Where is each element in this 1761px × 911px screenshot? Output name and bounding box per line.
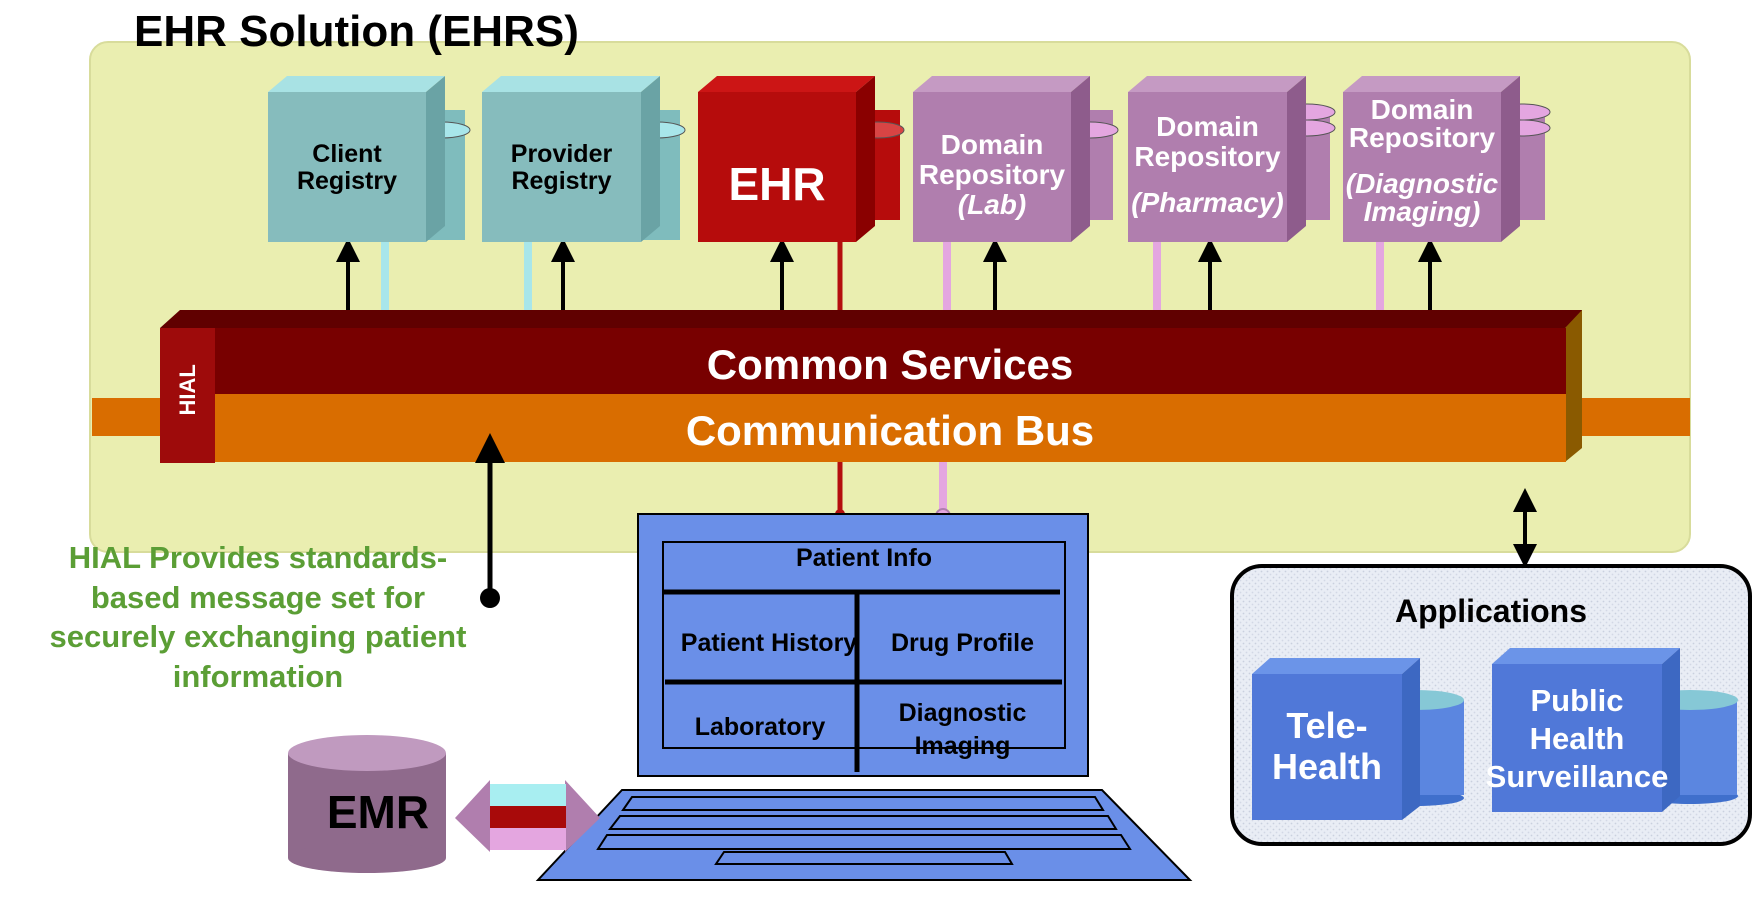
communication-bus-bar <box>160 394 1566 462</box>
emr-connector <box>455 780 600 852</box>
provider-registry-cube <box>482 76 686 242</box>
hial-block <box>160 328 215 463</box>
laptop-screen <box>637 513 1089 777</box>
common-services-top <box>160 310 1582 328</box>
patient-info-label: Patient Info <box>795 544 933 572</box>
hial-note: HIAL Provides standards- based message s… <box>49 540 467 695</box>
laboratory-label: Laboratory <box>694 713 826 741</box>
client-registry-cube <box>268 76 471 242</box>
page-title: EHR Solution (EHRS) <box>134 7 579 56</box>
repository-imaging-label: Domain Repository (Diagnostic Imaging) <box>1345 94 1499 227</box>
repository-pharmacy-label: Domain Repository (Pharmacy) <box>1131 111 1284 219</box>
common-services-label: Common Services <box>706 341 1074 388</box>
public-health-label: Public Health Surveillance <box>1485 683 1669 794</box>
ehr-cube <box>698 76 905 242</box>
repository-lab-cube <box>913 76 1119 242</box>
repository-pharmacy-cube <box>1128 76 1336 242</box>
telehealth-cube <box>1252 658 1464 820</box>
common-services-bar <box>160 328 1566 396</box>
hial-label: HIAL <box>175 364 201 416</box>
emr-cylinder <box>288 735 446 873</box>
diagnostic-imaging-label: Diagnostic Imaging <box>898 699 1027 760</box>
drug-profile-label: Drug Profile <box>890 629 1035 657</box>
patient-history-label: Patient History <box>680 629 858 657</box>
common-services-side <box>1565 310 1582 462</box>
public-health-cube <box>1492 648 1738 812</box>
connector-lines <box>336 238 1442 310</box>
emr-label: EMR <box>326 786 430 838</box>
ehr-label: EHR <box>728 158 826 210</box>
repository-lab-label: Domain Repository (Lab) <box>918 129 1066 221</box>
applications-title: Applications <box>1394 593 1587 629</box>
telehealth-label: Tele- Health <box>1271 705 1383 788</box>
repository-imaging-cube <box>1343 76 1551 242</box>
communication-bus-label: Communication Bus <box>685 407 1095 454</box>
